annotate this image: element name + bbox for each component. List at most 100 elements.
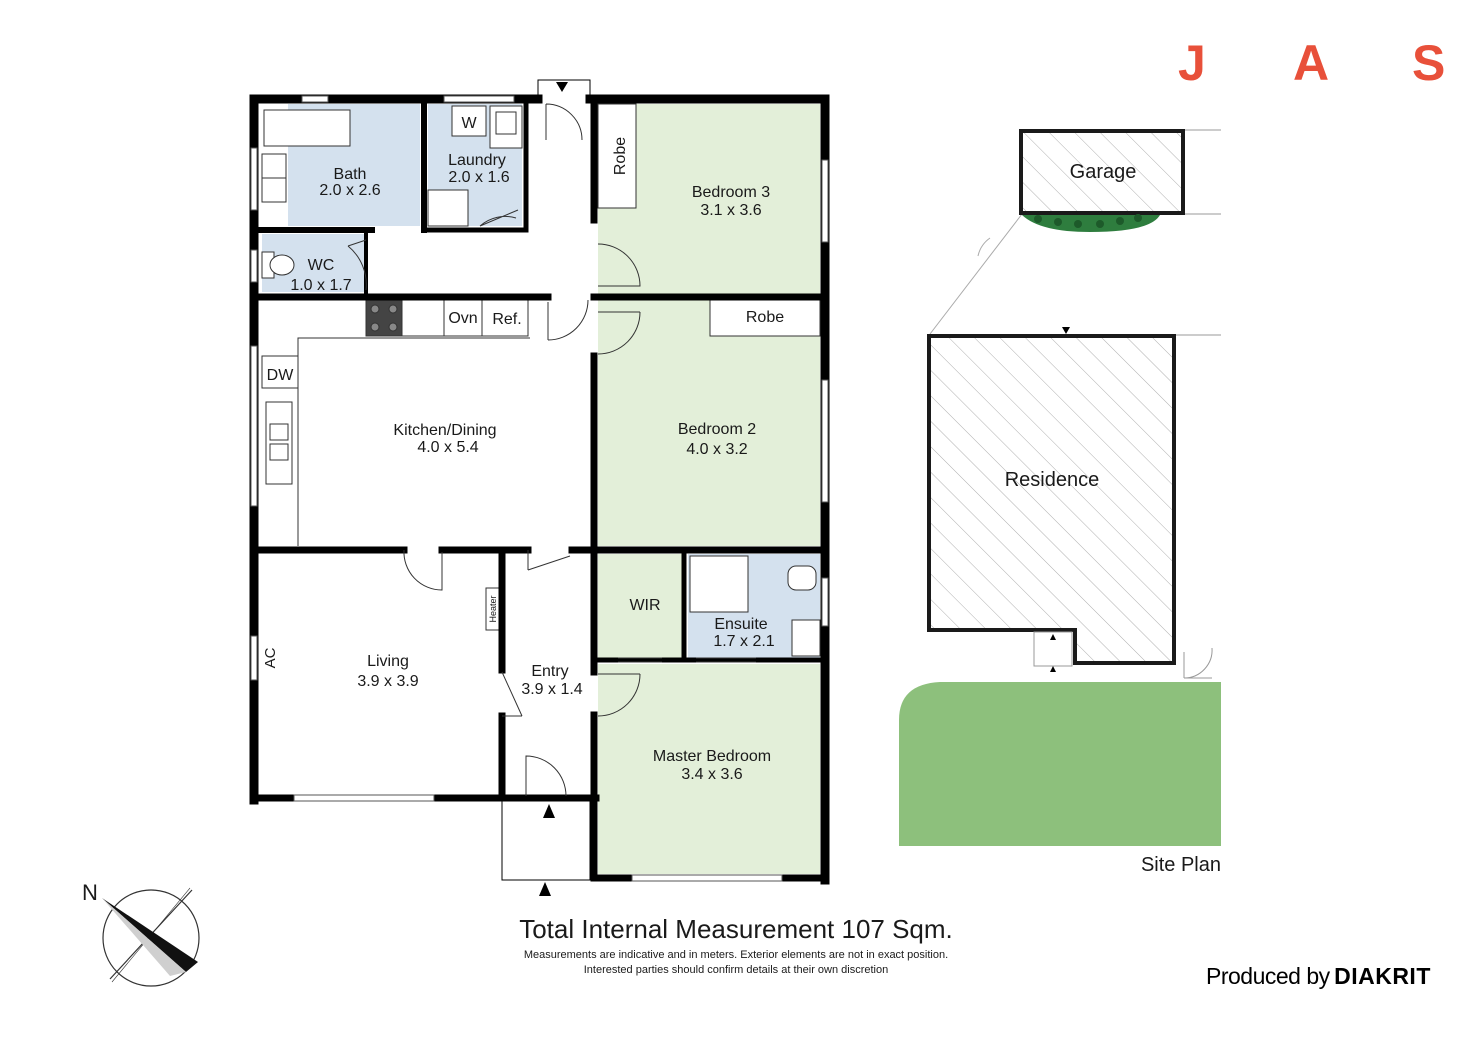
fixtures xyxy=(261,103,821,657)
ensuite-name: Ensuite xyxy=(714,616,767,633)
kitchen-sink xyxy=(265,401,293,485)
bedroom2-name: Bedroom 2 xyxy=(678,421,756,438)
bedroom2-fill xyxy=(598,300,820,546)
windows xyxy=(250,95,829,882)
cooktop-burner-1 xyxy=(370,304,380,314)
bedroom3-robe: Robe xyxy=(612,137,629,175)
disclaimer-line-1: Measurements are indicative and in meter… xyxy=(523,949,949,961)
laundry-washer-label: W xyxy=(461,115,477,132)
wir-name: WIR xyxy=(629,597,660,614)
door-master xyxy=(597,673,641,717)
cooktop xyxy=(365,299,403,337)
wc-size: 1.0 x 1.7 xyxy=(290,277,351,294)
living-name: Living xyxy=(367,653,409,670)
garage-building xyxy=(1019,129,1185,215)
hedge-shrub xyxy=(1116,217,1124,225)
brand-letter-s: S xyxy=(1412,35,1446,91)
window-kitchen-left xyxy=(250,345,258,507)
wc-toilet-bowl xyxy=(269,254,295,276)
brand-letter-a: A xyxy=(1293,35,1330,91)
compass-north-label: N xyxy=(82,880,98,905)
producer-credit: Produced by DIAKRIT xyxy=(1206,963,1436,993)
entry-size: 3.9 x 1.4 xyxy=(521,681,582,698)
cooktop-burner-2 xyxy=(388,304,398,314)
brand-logo: J A S xyxy=(1150,34,1450,94)
compass-needle-dark xyxy=(102,898,198,972)
doors xyxy=(347,103,756,797)
door-living-entry xyxy=(501,671,523,717)
hedge-shrubs xyxy=(1034,214,1142,228)
fridge-label: Ref. xyxy=(492,311,521,328)
bath-name: Bath xyxy=(334,166,367,183)
dishwasher-label: DW xyxy=(267,367,295,384)
window-ensuite-right xyxy=(821,577,829,627)
hedge-shrub xyxy=(1096,220,1104,228)
kitchen-bench-outline xyxy=(297,337,530,546)
top-door-bay xyxy=(537,79,591,100)
producer-prefix: Produced by xyxy=(1206,963,1330,989)
fridge-box xyxy=(481,299,529,337)
hedge-shrub xyxy=(1034,215,1042,223)
compass: N xyxy=(82,880,200,987)
bedroom2-robe-box xyxy=(709,299,821,337)
door-top-hall xyxy=(545,103,583,141)
entry-name: Entry xyxy=(531,663,568,680)
door-wc xyxy=(347,239,367,291)
bedroom3-size: 3.1 x 3.6 xyxy=(700,202,761,219)
residence-arrow-bottom xyxy=(1050,634,1056,640)
door-front xyxy=(525,755,567,797)
top-door-arrow xyxy=(556,82,568,92)
window-master-bottom xyxy=(631,874,783,882)
laundry-cabinet xyxy=(427,189,469,227)
window-laundry-top xyxy=(443,95,515,103)
total-measurement: Total Internal Measurement 107 Sqm. xyxy=(519,914,953,944)
compass-needle-light xyxy=(102,898,186,976)
window-living-left xyxy=(250,635,258,681)
site-plan: Garage Residence Site Plan xyxy=(899,129,1221,876)
cooktop-burner-3 xyxy=(370,322,380,332)
garage-label: Garage xyxy=(1070,161,1137,183)
bedroom3-robe-box xyxy=(597,103,637,209)
door-bed3 xyxy=(597,243,641,287)
oven-label: Ovn xyxy=(448,310,477,327)
site-side-gate xyxy=(1183,647,1213,679)
laundry-name: Laundry xyxy=(448,152,506,169)
porch-outline xyxy=(501,797,591,881)
kitchen-name: Kitchen/Dining xyxy=(393,422,496,439)
door-living xyxy=(403,549,443,591)
laundry-size: 2.0 x 1.6 xyxy=(448,169,509,186)
bedroom3-name: Bedroom 3 xyxy=(692,184,770,201)
kitchen-sink-bowl-1 xyxy=(269,423,289,441)
residence-label: Residence xyxy=(1005,469,1100,491)
ensuite-size: 1.7 x 2.1 xyxy=(713,633,774,650)
hedge-shrub xyxy=(1054,218,1062,226)
disclaimer-line-2: Interested parties should confirm detail… xyxy=(583,964,889,976)
site-gate-arc xyxy=(977,237,991,257)
window-wc-left xyxy=(250,249,258,283)
living-size: 3.9 x 3.9 xyxy=(357,673,418,690)
dishwasher-box xyxy=(261,355,299,389)
bedroom2-size: 4.0 x 3.2 xyxy=(686,441,747,458)
kitchen-size: 4.0 x 5.4 xyxy=(417,439,478,456)
door-entry-kitchen xyxy=(527,550,571,571)
residence-arrow-top xyxy=(1062,327,1070,334)
compass-ring xyxy=(102,889,200,987)
brand-letter-j: J xyxy=(1178,35,1206,91)
site-plan-title: Site Plan xyxy=(1141,854,1221,876)
window-bath-top xyxy=(301,95,329,103)
laundry-washer-box xyxy=(451,105,487,137)
laundry-tub-inner xyxy=(495,111,517,135)
door-ensuite-slider xyxy=(696,657,756,663)
ensuite-shower xyxy=(689,555,749,613)
entry-arrow-upper xyxy=(543,804,555,818)
wir-fill xyxy=(598,554,682,658)
window-bed3-right xyxy=(821,159,829,243)
master-fill xyxy=(598,664,820,874)
ensuite-vanity xyxy=(791,619,821,657)
hedge-shrub xyxy=(1074,220,1082,228)
master-size: 3.4 x 3.6 xyxy=(681,766,742,783)
door-wir-slider xyxy=(618,657,662,663)
lawn-area xyxy=(899,682,1221,846)
door-laundry xyxy=(479,209,519,227)
site-driveway-arc xyxy=(929,213,1023,335)
